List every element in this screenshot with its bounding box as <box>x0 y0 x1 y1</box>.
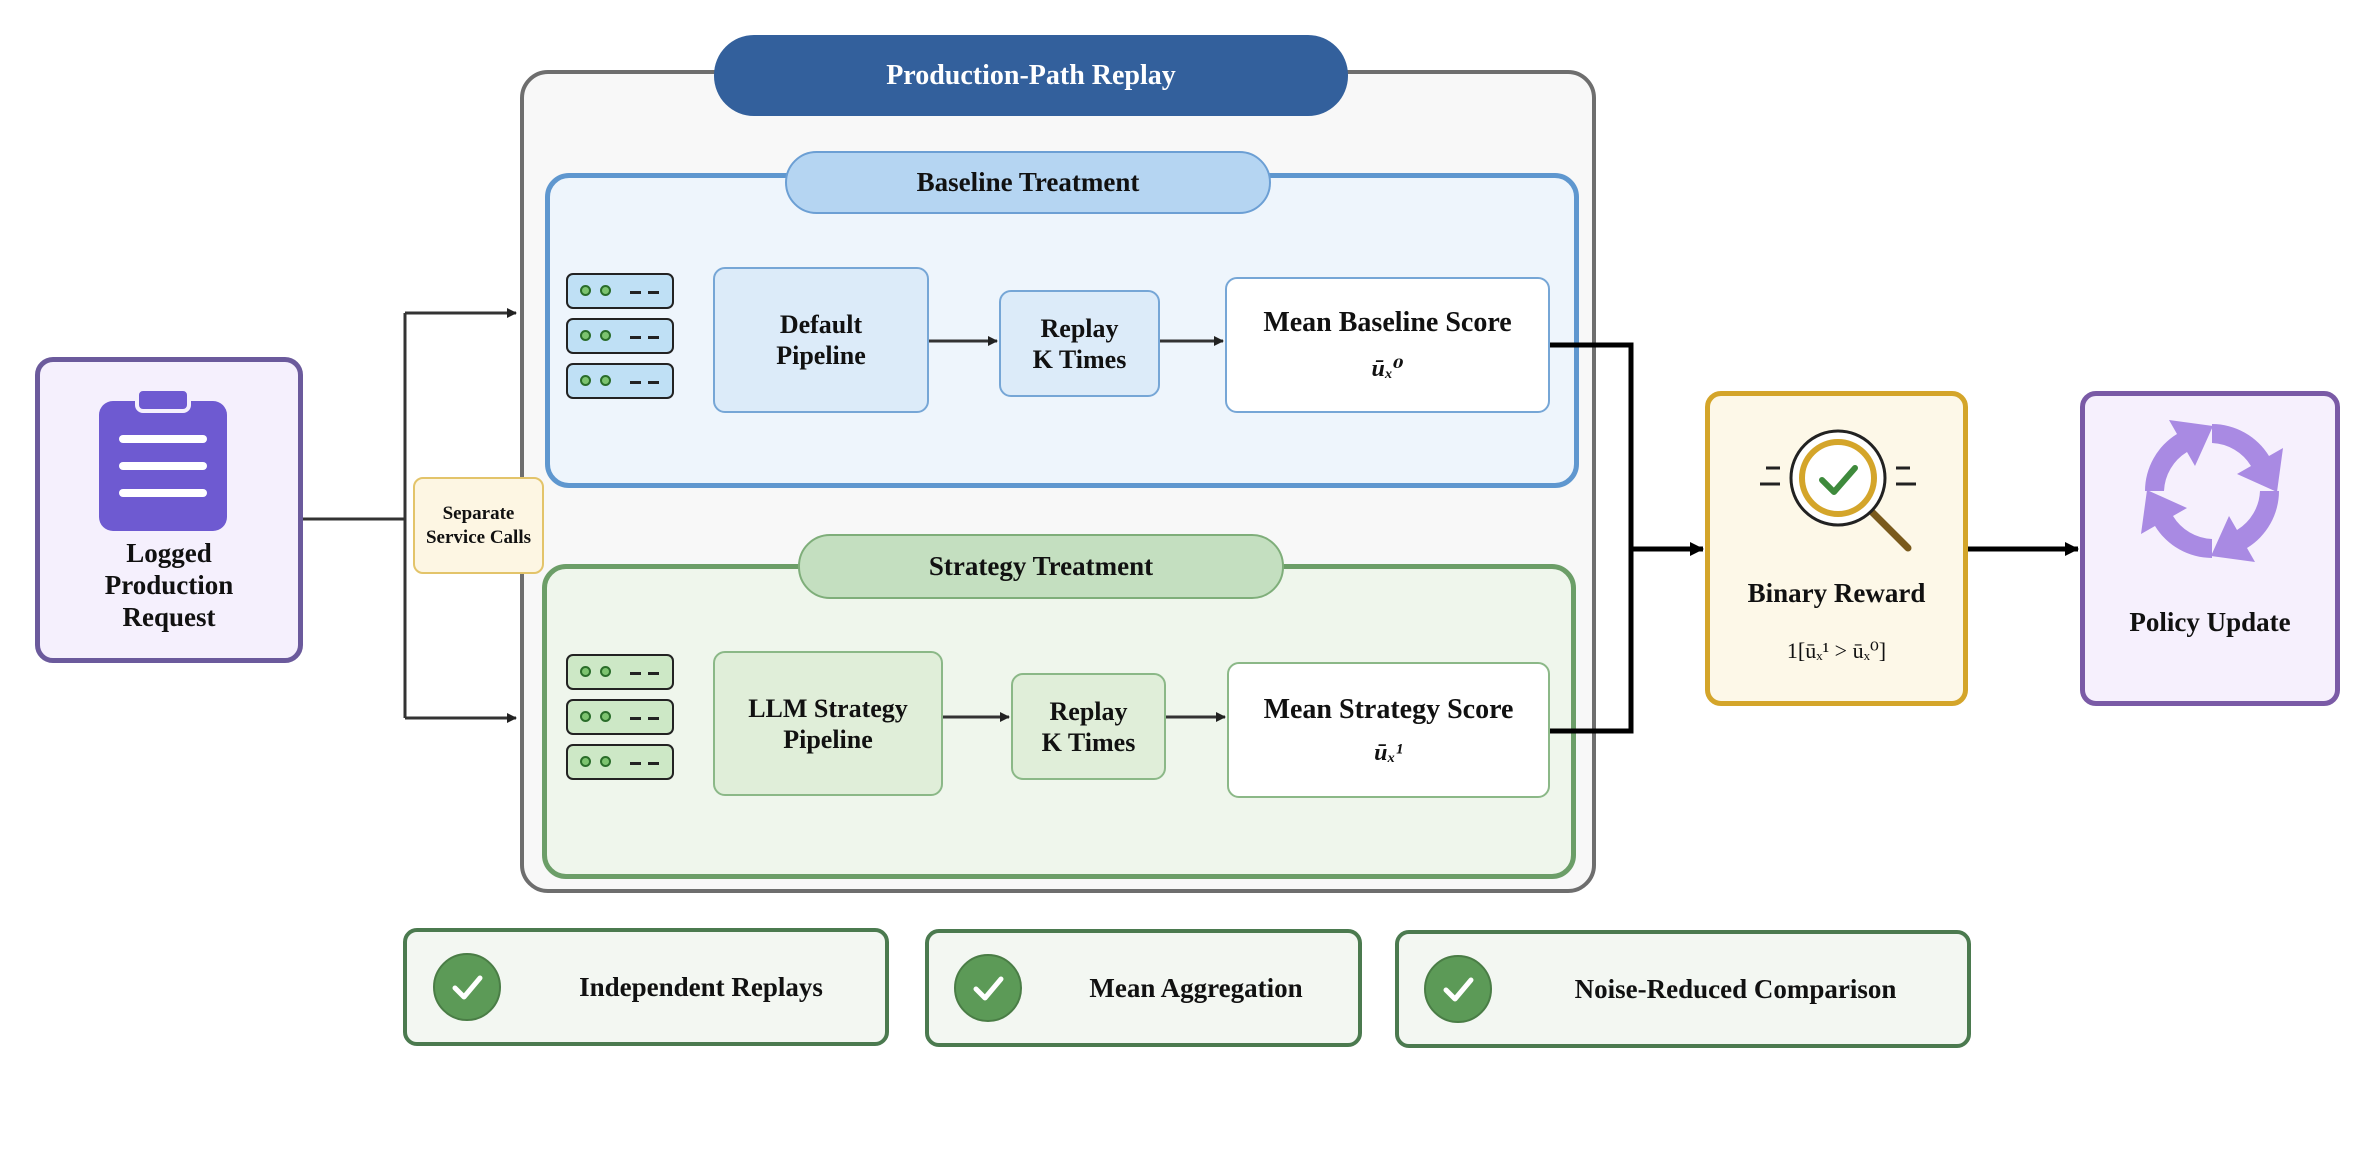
magnifier-check-icon <box>1760 429 1916 552</box>
badge-label: Noise-Reduced Comparison <box>1504 934 1967 1044</box>
badge-label: Mean Aggregation <box>1034 933 1358 1043</box>
separate-service-calls-box: Separate Service Calls <box>413 477 544 574</box>
mean-strategy-score-box: Mean Strategy Score ūₓ¹ <box>1227 662 1550 798</box>
baseline-treatment-label: Baseline Treatment <box>785 151 1271 214</box>
server-icon <box>566 654 674 690</box>
strategy-replay-line1: Replay <box>1049 696 1128 726</box>
mean-baseline-score-box: Mean Baseline Score ūₓ⁰ <box>1225 277 1550 413</box>
llm-strategy-pipeline-line2: Pipeline <box>783 724 873 754</box>
badge-label: Independent Replays <box>517 932 885 1042</box>
strategy-replay-line2: K Times <box>1041 727 1136 757</box>
clipboard-icon <box>99 387 227 531</box>
badge-mean-aggregation: Mean Aggregation <box>925 929 1362 1047</box>
logged-production-request-label: Logged Production Request <box>35 537 303 633</box>
policy-update-title-text: Policy Update <box>2129 607 2291 637</box>
mean-strategy-score-symbol: ūₓ¹ <box>1374 739 1403 766</box>
server-icon <box>566 699 674 735</box>
llm-strategy-pipeline-box: LLM Strategy Pipeline <box>713 651 943 796</box>
binary-reward-title-text: Binary Reward <box>1747 578 1926 608</box>
check-circle-icon <box>954 954 1022 1022</box>
baseline-replay-box: Replay K Times <box>999 290 1160 397</box>
llm-strategy-pipeline-line1: LLM Strategy <box>748 693 908 723</box>
server-icon <box>566 318 674 354</box>
default-pipeline-line2: Pipeline <box>776 341 866 370</box>
separate-line1: Separate <box>442 502 515 524</box>
badge-label-text: Mean Aggregation <box>1089 972 1303 1003</box>
check-circle-icon <box>433 953 501 1021</box>
request-line2: Production <box>104 570 234 600</box>
badge-noise-reduced-comparison: Noise-Reduced Comparison <box>1395 930 1971 1048</box>
server-icon <box>566 363 674 399</box>
binary-reward-title: Binary Reward <box>1705 578 1968 609</box>
policy-update-card <box>2080 391 2340 706</box>
request-line1: Logged <box>126 538 212 568</box>
binary-reward-formula: 1[ūₓ¹ > ūₓ⁰] <box>1705 638 1968 664</box>
replay-header: Production-Path Replay <box>714 35 1348 116</box>
server-icon <box>566 273 674 309</box>
merge-connector <box>1550 342 1704 734</box>
strategy-treatment-title: Strategy Treatment <box>928 551 1154 581</box>
policy-update-title: Policy Update <box>2080 607 2340 638</box>
badge-independent-replays: Independent Replays <box>403 928 889 1046</box>
badge-label-text: Independent Replays <box>579 971 823 1002</box>
replay-header-title: Production-Path Replay <box>886 59 1176 91</box>
request-line3: Request <box>122 602 216 632</box>
logged-production-request-card <box>35 357 303 663</box>
default-pipeline-line1: Default <box>779 310 863 339</box>
mean-baseline-score-symbol: ūₓ⁰ <box>1371 356 1404 382</box>
baseline-replay-line1: Replay <box>1040 313 1119 343</box>
mean-baseline-score-title: Mean Baseline Score <box>1263 307 1512 338</box>
strategy-treatment-label: Strategy Treatment <box>798 534 1284 599</box>
strategy-replay-box: Replay K Times <box>1011 673 1166 780</box>
baseline-replay-line2: K Times <box>1032 344 1127 374</box>
default-pipeline-box: Default Pipeline <box>713 267 929 413</box>
cycle-arrows-icon <box>2141 420 2283 562</box>
binary-reward-card <box>1705 391 1968 706</box>
binary-reward-formula-text: 1[ūₓ¹ > ūₓ⁰] <box>1786 638 1887 663</box>
check-circle-icon <box>1424 955 1492 1023</box>
baseline-treatment-title: Baseline Treatment <box>916 167 1140 197</box>
badge-label-text: Noise-Reduced Comparison <box>1574 973 1897 1004</box>
request-split-connector <box>303 308 517 723</box>
mean-strategy-score-title: Mean Strategy Score <box>1263 693 1514 725</box>
server-icon <box>566 744 674 780</box>
separate-line2: Service Calls <box>425 526 531 548</box>
